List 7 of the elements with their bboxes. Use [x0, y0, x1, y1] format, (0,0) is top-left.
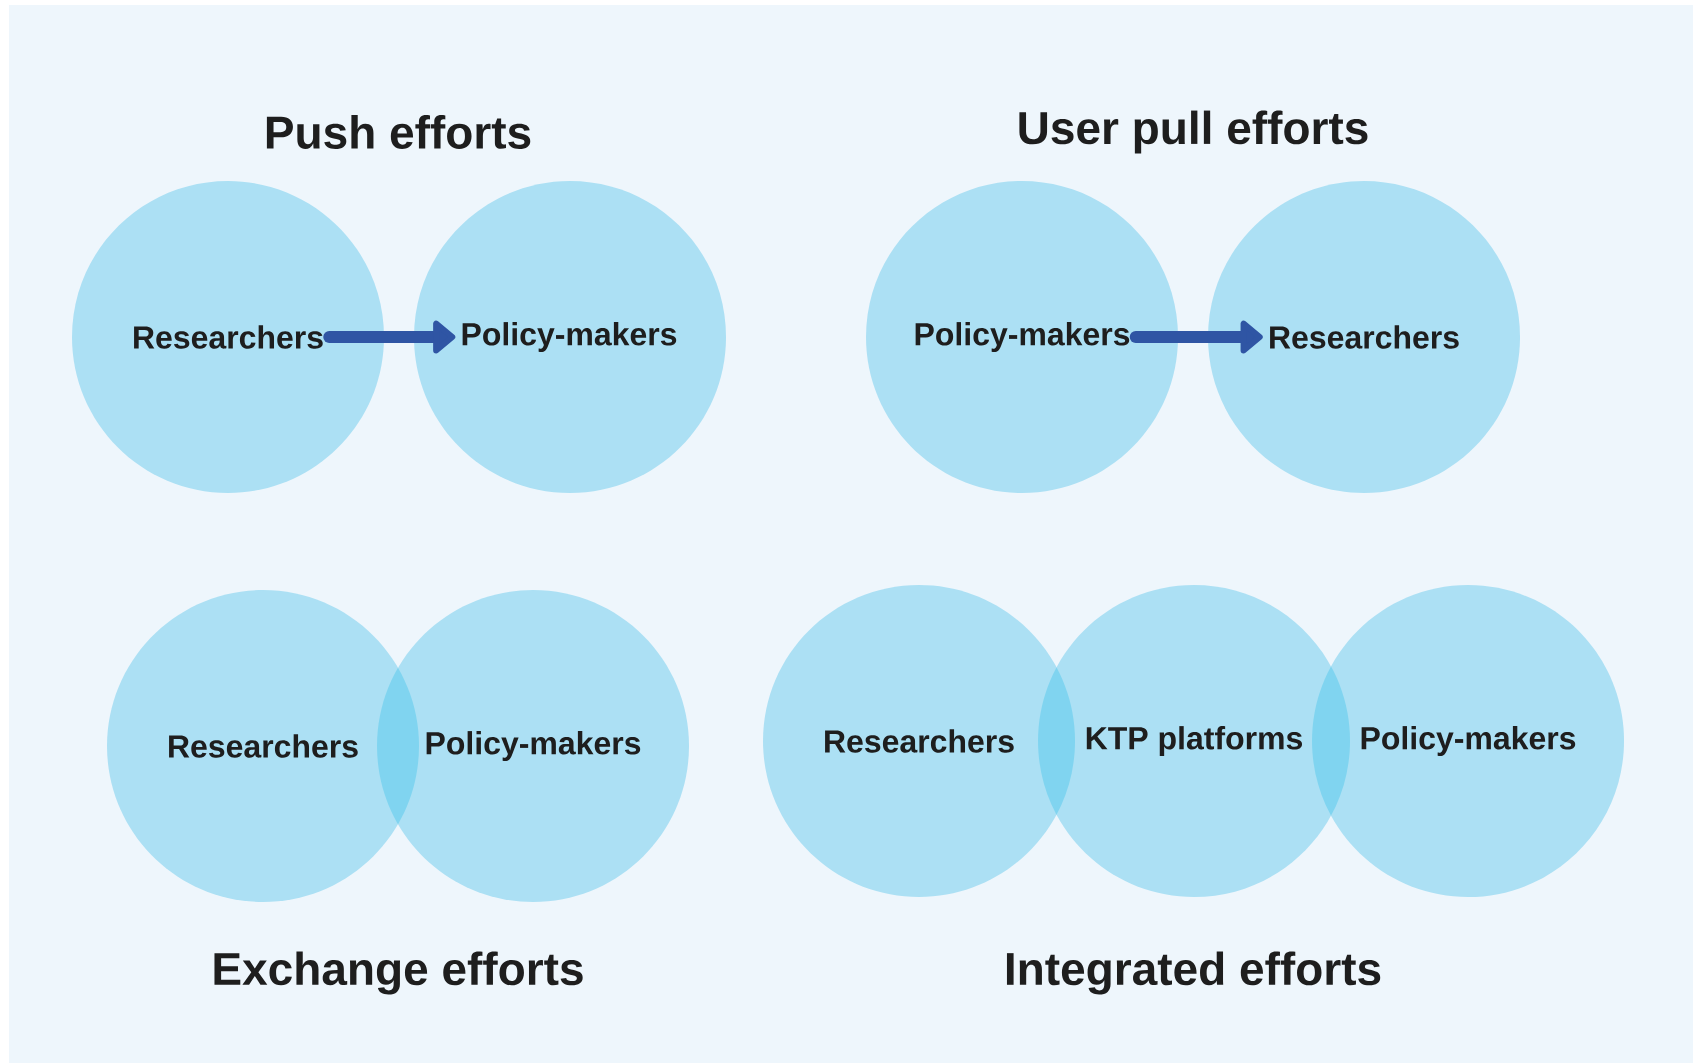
arrow: [1129, 320, 1263, 354]
group-title: Exchange efforts: [214, 951, 583, 995]
group-title: User pull efforts: [1019, 110, 1368, 154]
group-title: Push efforts: [266, 115, 531, 149]
arrow: [323, 320, 456, 354]
node-label: Policy-makers: [426, 731, 641, 761]
group-title: Integrated efforts: [1006, 951, 1381, 995]
